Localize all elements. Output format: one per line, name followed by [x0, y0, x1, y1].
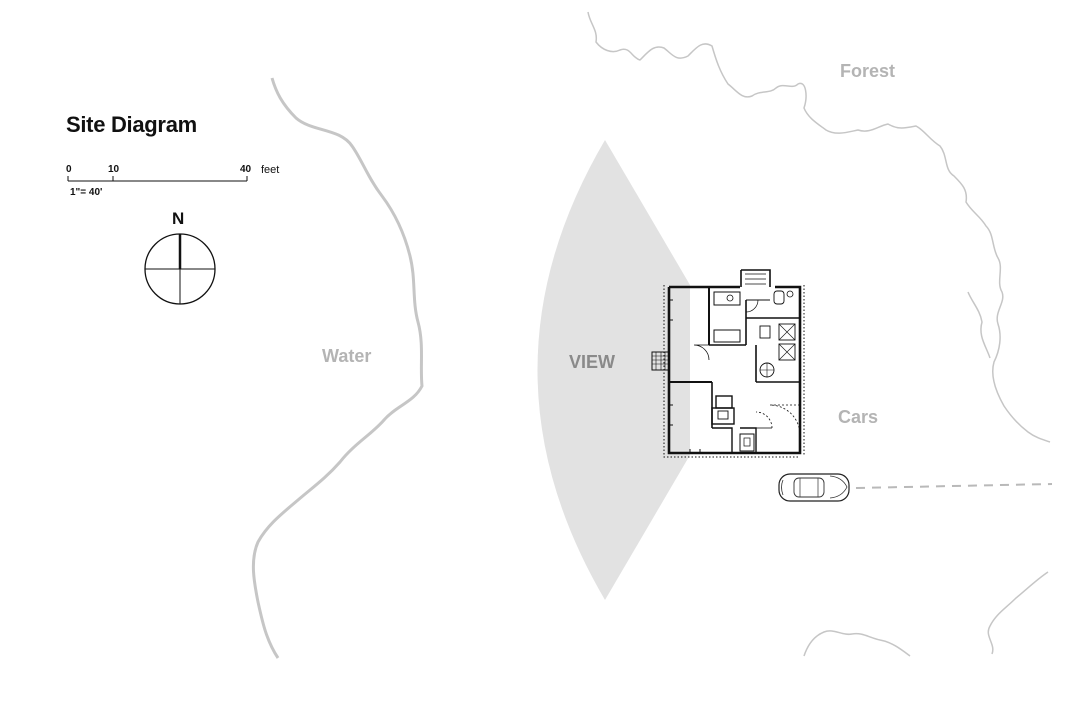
forest-edge-bottom — [803, 630, 911, 657]
forest-edge — [587, 11, 1051, 443]
compass-rose — [144, 233, 216, 305]
view-label: VIEW — [569, 352, 616, 372]
driveway-path — [855, 483, 1053, 489]
scale-ratio: 1"= 40' — [70, 187, 103, 198]
scale-tick-0: 0 — [66, 164, 72, 175]
forest-edge-inner — [967, 291, 991, 359]
scale-tick-10: 10 — [108, 164, 120, 175]
house-floor-plan — [651, 269, 805, 458]
cars-label: Cars — [838, 407, 879, 427]
north-label: N — [172, 209, 185, 228]
scale-bar — [67, 176, 248, 182]
diagram-title: Site Diagram — [66, 112, 197, 137]
view-cone — [537, 140, 690, 600]
water-label: Water — [322, 346, 372, 366]
forest-label: Forest — [840, 61, 896, 81]
scale-unit: feet — [261, 164, 280, 176]
water-shoreline — [251, 77, 424, 659]
forest-edge-lower — [987, 571, 1049, 655]
scale-tick-40: 40 — [240, 164, 252, 175]
car-icon — [778, 473, 850, 502]
